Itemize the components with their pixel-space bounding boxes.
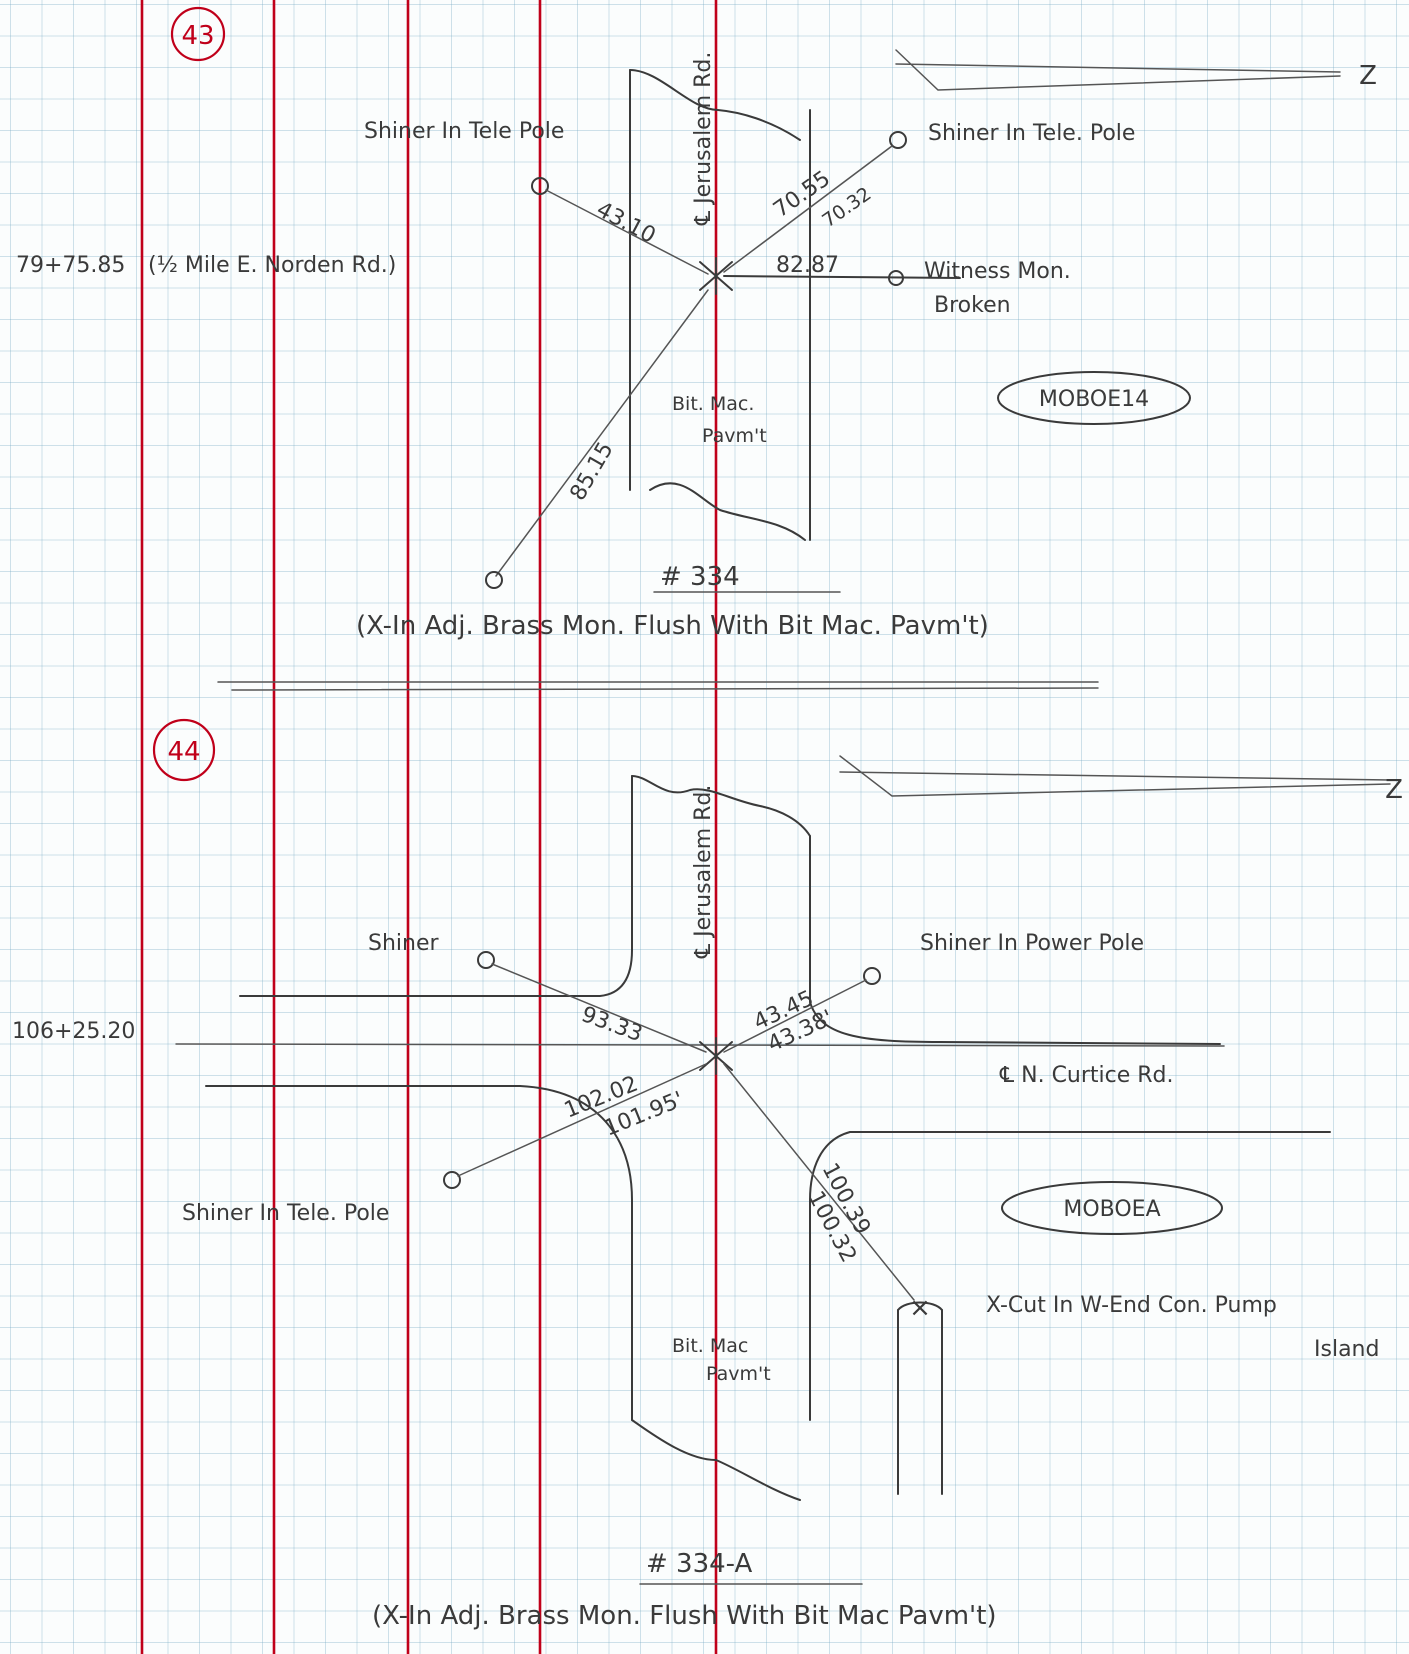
cross-road-label: ℄ N. Curtice Rd. — [999, 1063, 1174, 1088]
shiner-nw-label: Shiner In Tele Pole — [364, 119, 564, 144]
tie-line-se — [723, 1063, 915, 1301]
point-number: 43 — [181, 21, 214, 51]
sketch-44: 44 Z ℄ Jerusalem Rd. ℄ N. Curtice Rd. 10… — [12, 718, 1403, 1631]
tie-line-ne — [723, 979, 867, 1053]
station: 79+75.85 — [16, 253, 125, 278]
shiner-ne-symbol — [889, 131, 907, 149]
tie-e-distance: 82.87 — [776, 253, 839, 278]
tie-line-e — [723, 275, 961, 279]
sketch-43: 43 Z ℄ Jerusalem Rd. 79+75.85 (½ Mile E.… — [16, 6, 1377, 641]
corner-sw — [519, 1085, 633, 1421]
road-label: ℄ Jerusalem Rd. — [691, 52, 716, 226]
road-edge-north-east — [939, 1041, 1221, 1045]
pavement-label-2: Pavm't — [706, 1363, 771, 1385]
shiner-ne-label: Shiner In Power Pole — [920, 931, 1144, 956]
tie-nw-distance: 93.33 — [578, 1002, 646, 1047]
tie-line-nw — [545, 189, 709, 275]
oval-label: MOBOE14 — [1039, 387, 1149, 412]
cross-road-centerline — [175, 1043, 1225, 1047]
point-number: 44 — [167, 737, 200, 767]
shiner-nw-symbol — [531, 177, 549, 195]
tie-line-nw — [491, 963, 707, 1053]
road-break-bottom — [631, 1419, 801, 1501]
tie-line-ne — [723, 145, 893, 273]
road-break-bottom — [649, 482, 806, 541]
x-cut-label-2: Island — [1314, 1337, 1379, 1362]
oval-label-ring — [997, 371, 1191, 425]
mon-id: # 334-A — [646, 1549, 752, 1579]
section-divider-2 — [231, 687, 1099, 691]
corner-se — [809, 1131, 851, 1421]
shiner-nw-symbol — [477, 951, 495, 969]
shiner-nw-label: Shiner — [368, 931, 439, 956]
pump-island-end — [897, 1301, 943, 1311]
shiner-sw-label: Shiner In Tele. Pole — [182, 1201, 389, 1226]
description: (X-In Adj. Brass Mon. Flush With Bit Mac… — [356, 611, 989, 641]
point-number-circle — [170, 6, 226, 62]
north-label: Z — [1359, 61, 1377, 91]
oval-label: MOBOEA — [1063, 1197, 1160, 1222]
pavement-label-1: Bit. Mac — [672, 1335, 748, 1357]
pavement-label-2: Pavm't — [702, 425, 767, 447]
shiner-ne-symbol — [863, 967, 881, 985]
station: 106+25.20 — [12, 1019, 135, 1044]
road-label: ℄ Jerusalem Rd. — [691, 785, 716, 959]
north-arrow-shaft — [895, 63, 1341, 73]
corner-ne — [809, 1001, 941, 1043]
witness-mon-label-2: Broken — [934, 293, 1011, 318]
oval-label-ring — [1001, 1181, 1223, 1235]
tie-line-sw — [495, 289, 709, 577]
north-arrow — [839, 755, 1391, 797]
tie-line-sw — [457, 1063, 707, 1177]
point-number-circle — [152, 718, 216, 782]
witness-mon-label: Witness Mon. — [924, 259, 1071, 284]
station-note: (½ Mile E. Norden Rd.) — [148, 253, 396, 278]
pavement-label-1: Bit. Mac. — [672, 393, 754, 415]
x-cut-label: X-Cut In W-End Con. Pump — [986, 1293, 1277, 1318]
mon-id: # 334 — [660, 562, 740, 592]
north-arrow — [895, 49, 1341, 91]
corner-nw — [239, 949, 633, 997]
shiner-sw-symbol — [443, 1171, 461, 1189]
description: (X-In Adj. Brass Mon. Flush With Bit Mac… — [372, 1601, 997, 1631]
road-break-top — [629, 69, 801, 141]
monument-marker — [699, 257, 733, 295]
road-break-top — [631, 775, 811, 837]
north-arrow-shaft — [839, 771, 1391, 781]
monument-marker — [699, 1037, 733, 1075]
shiner-ne-label: Shiner In Tele. Pole — [928, 121, 1135, 146]
x-cut-mark: × — [909, 1293, 931, 1323]
sw-pole-symbol — [485, 571, 503, 589]
tie-nw-distance: 43.10 — [592, 197, 659, 249]
north-label: Z — [1385, 775, 1403, 805]
